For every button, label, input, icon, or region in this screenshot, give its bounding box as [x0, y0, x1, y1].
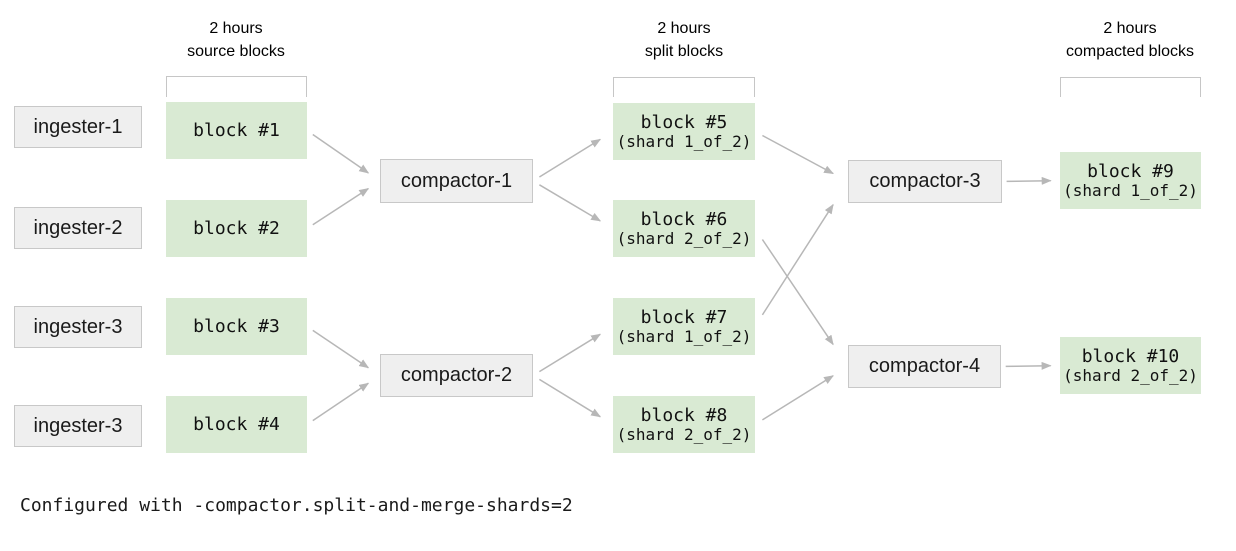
compactor-1-label: compactor-1 — [400, 169, 513, 192]
source-block-3: block #3 — [166, 298, 307, 355]
edge-compactor-1-to-split-block-6 — [539, 184, 602, 222]
split-block-5-shard: (shard 1_of_2) — [616, 132, 752, 151]
ingester-4-label: ingester-3 — [33, 414, 123, 437]
edge-split-block-5-to-compactor-3 — [762, 134, 834, 175]
compacted-header-line1: 2 hours — [1103, 20, 1157, 37]
source-header-line2: source blocks — [187, 43, 285, 60]
split-block-6: block #6 (shard 2_of_2) — [613, 200, 755, 257]
source-block-4-label: block #4 — [193, 414, 280, 435]
edge-compactor-4-to-compacted-block-10 — [1005, 361, 1052, 370]
compacted-block-10-shard: (shard 2_of_2) — [1063, 366, 1198, 385]
edge-source-block-2-to-compactor-1 — [312, 187, 370, 226]
compacted-header-line2: compacted blocks — [1065, 43, 1195, 60]
compactor-3: compactor-3 — [848, 160, 1002, 203]
split-block-8-label: block #8 — [640, 405, 728, 426]
ingester-4: ingester-3 — [14, 405, 142, 447]
split-block-7-label: block #7 — [640, 307, 728, 328]
source-blocks-header: 2 hours source blocks — [146, 17, 326, 63]
split-block-5: block #5 (shard 1_of_2) — [613, 103, 755, 160]
edge-source-block-3-to-compactor-2 — [312, 329, 370, 369]
compactor-2: compactor-2 — [380, 354, 533, 397]
split-block-8-shard: (shard 2_of_2) — [616, 425, 752, 444]
split-block-8: block #8 (shard 2_of_2) — [613, 396, 755, 453]
source-block-1: block #1 — [166, 102, 307, 159]
edge-compactor-1-to-split-block-5 — [539, 138, 602, 178]
config-note: Configured with -compactor.split-and-mer… — [20, 495, 573, 516]
ingester-1-label: ingester-1 — [33, 115, 123, 138]
split-block-5-label: block #5 — [640, 112, 728, 133]
ingester-3-label: ingester-3 — [33, 315, 123, 338]
compacted-block-9: block #9 (shard 1_of_2) — [1060, 152, 1201, 209]
edge-split-block-7-to-compactor-3 — [761, 203, 834, 316]
split-block-6-shard: (shard 2_of_2) — [616, 229, 752, 248]
compacted-block-10-label: block #10 — [1081, 346, 1180, 367]
source-block-4: block #4 — [166, 396, 307, 453]
split-header-line2: split blocks — [644, 43, 724, 60]
compacted-block-9-shard: (shard 1_of_2) — [1063, 181, 1198, 200]
split-blocks-header: 2 hours split blocks — [594, 17, 774, 63]
edge-compactor-3-to-compacted-block-9 — [1006, 176, 1052, 185]
split-bracket — [613, 77, 755, 97]
source-block-2: block #2 — [166, 200, 307, 257]
source-bracket — [166, 76, 307, 97]
source-block-2-label: block #2 — [193, 218, 280, 239]
edge-compactor-2-to-split-block-7 — [539, 333, 602, 373]
ingester-2: ingester-2 — [14, 207, 142, 249]
split-block-7-shard: (shard 1_of_2) — [616, 327, 752, 346]
compacted-blocks-header: 2 hours compacted blocks — [1040, 17, 1220, 63]
source-header-line1: 2 hours — [209, 20, 263, 37]
compactor-3-label: compactor-3 — [869, 170, 981, 192]
split-header-line1: 2 hours — [657, 20, 711, 37]
compacted-bracket — [1060, 77, 1201, 97]
split-block-7: block #7 (shard 1_of_2) — [613, 298, 755, 355]
ingester-1: ingester-1 — [14, 106, 142, 148]
source-block-3-label: block #3 — [193, 316, 280, 337]
edge-source-block-4-to-compactor-2 — [312, 382, 370, 422]
compactor-4: compactor-4 — [848, 345, 1001, 388]
compactor-4-label: compactor-4 — [868, 355, 981, 377]
compacted-block-9-label: block #9 — [1087, 161, 1174, 182]
compactor-2-label: compactor-2 — [400, 364, 513, 386]
edge-split-block-8-to-compactor-4 — [762, 375, 834, 421]
compactor-1: compactor-1 — [380, 159, 533, 203]
compacted-block-10: block #10 (shard 2_of_2) — [1060, 337, 1201, 394]
ingester-2-label: ingester-2 — [33, 216, 123, 239]
edge-compactor-2-to-split-block-8 — [539, 378, 602, 418]
split-block-6-label: block #6 — [640, 209, 728, 230]
ingester-3: ingester-3 — [14, 306, 142, 348]
edge-split-block-6-to-compactor-4 — [761, 239, 834, 346]
source-block-1-label: block #1 — [193, 120, 280, 141]
edge-source-block-1-to-compactor-1 — [312, 133, 370, 174]
